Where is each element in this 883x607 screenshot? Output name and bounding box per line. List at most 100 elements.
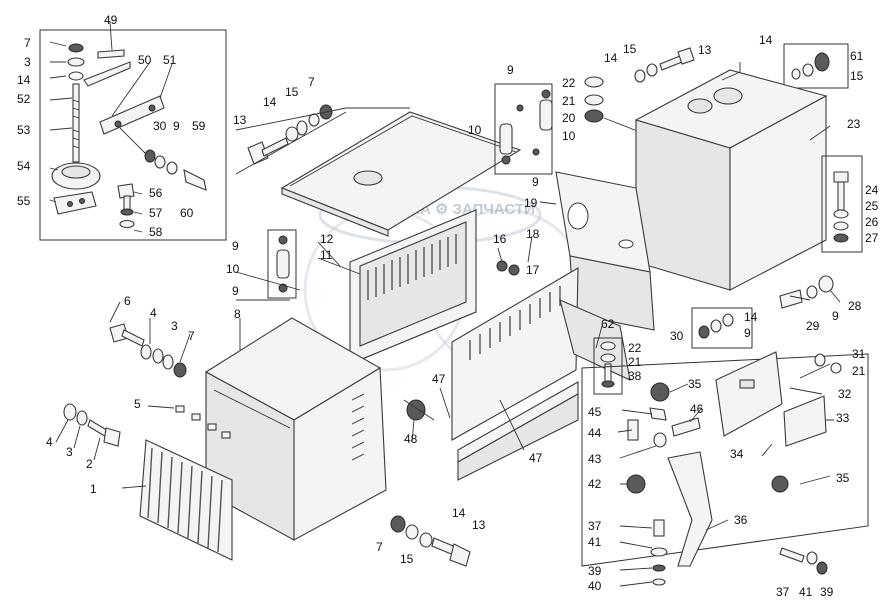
callout-15: 15 bbox=[400, 552, 414, 566]
callout-37: 37 bbox=[776, 585, 790, 599]
rubber-mounts-left bbox=[267, 229, 297, 299]
grille-11 bbox=[349, 209, 477, 365]
callout-51: 51 bbox=[163, 53, 177, 67]
bolt-stack-24-27 bbox=[821, 155, 863, 253]
callout-22: 22 bbox=[628, 341, 642, 355]
callout-1: 1 bbox=[90, 482, 97, 496]
callout-42: 42 bbox=[588, 477, 602, 491]
callout-57: 57 bbox=[149, 206, 163, 220]
callout-35: 35 bbox=[688, 377, 702, 391]
callout-30: 30 bbox=[153, 119, 167, 133]
callout-3: 3 bbox=[66, 445, 73, 459]
callout-20: 20 bbox=[562, 111, 576, 125]
callout-14: 14 bbox=[17, 73, 31, 87]
callout-32: 32 bbox=[838, 387, 852, 401]
bolt-stack-30-14-9 bbox=[691, 307, 753, 349]
callout-41: 41 bbox=[588, 535, 602, 549]
rubber-mounts-upper bbox=[494, 83, 553, 175]
callout-54: 54 bbox=[17, 159, 31, 173]
callout-59: 59 bbox=[192, 119, 206, 133]
front-grille-1 bbox=[139, 439, 233, 561]
callout-41: 41 bbox=[799, 585, 813, 599]
callout-47: 47 bbox=[529, 451, 543, 465]
callout-34: 34 bbox=[730, 447, 744, 461]
callout-7: 7 bbox=[24, 36, 31, 50]
callout-29: 29 bbox=[806, 319, 820, 333]
part-48 bbox=[403, 399, 435, 421]
callout-14: 14 bbox=[604, 51, 618, 65]
callout-36: 36 bbox=[734, 513, 748, 527]
callout-47: 47 bbox=[432, 372, 446, 386]
callout-26: 26 bbox=[865, 215, 879, 229]
callout-9: 9 bbox=[832, 309, 839, 323]
callout-7: 7 bbox=[188, 329, 195, 343]
callout-9: 9 bbox=[173, 119, 180, 133]
callout-62: 62 bbox=[601, 317, 615, 331]
callout-18: 18 bbox=[526, 227, 540, 241]
callout-13: 13 bbox=[472, 518, 486, 532]
callout-58: 58 bbox=[149, 225, 163, 239]
callout-14: 14 bbox=[759, 33, 773, 47]
callout-14: 14 bbox=[263, 95, 277, 109]
callout-21: 21 bbox=[852, 364, 866, 378]
bolt-stack-28-9-29 bbox=[779, 275, 834, 309]
callout-labels: 49 7 3 14 52 50 51 53 30 9 59 54 56 57 6… bbox=[17, 13, 879, 599]
callout-15: 15 bbox=[623, 42, 637, 56]
callout-7: 7 bbox=[376, 540, 383, 554]
callout-44: 44 bbox=[588, 426, 602, 440]
callout-14: 14 bbox=[452, 506, 466, 520]
callout-21: 21 bbox=[562, 94, 576, 108]
callout-60: 60 bbox=[180, 206, 194, 220]
washer-stack-22-21-20 bbox=[584, 76, 641, 133]
latch-group-frame bbox=[581, 351, 869, 586]
callout-10: 10 bbox=[226, 262, 240, 276]
grille-slots bbox=[367, 234, 457, 300]
callout-45: 45 bbox=[588, 405, 602, 419]
callout-39: 39 bbox=[588, 564, 602, 578]
callout-52: 52 bbox=[17, 92, 31, 106]
callout-6: 6 bbox=[124, 294, 131, 308]
callout-15: 15 bbox=[285, 85, 299, 99]
side-door-17 bbox=[451, 260, 579, 441]
callout-8: 8 bbox=[234, 307, 241, 321]
mounting-group-frame bbox=[39, 21, 227, 241]
callout-49: 49 bbox=[104, 13, 118, 27]
bolt-group-bottom bbox=[390, 515, 471, 567]
callout-4: 4 bbox=[46, 435, 53, 449]
bolt-stack-4-3-2 bbox=[63, 403, 121, 447]
callout-31: 31 bbox=[852, 347, 866, 361]
callout-15: 15 bbox=[850, 69, 864, 83]
callout-50: 50 bbox=[138, 53, 152, 67]
callout-25: 25 bbox=[865, 199, 879, 213]
callout-37: 37 bbox=[588, 519, 602, 533]
callout-10: 10 bbox=[468, 123, 482, 137]
callout-30: 30 bbox=[670, 329, 684, 343]
clips-5 bbox=[175, 405, 231, 439]
callout-33: 33 bbox=[836, 411, 850, 425]
callout-16: 16 bbox=[493, 232, 507, 246]
callout-43: 43 bbox=[588, 452, 602, 466]
callout-39: 39 bbox=[820, 585, 834, 599]
callout-13: 13 bbox=[233, 113, 247, 127]
callout-9: 9 bbox=[744, 326, 751, 340]
callout-38: 38 bbox=[628, 369, 642, 383]
leader-lines bbox=[55, 125, 841, 587]
callout-23: 23 bbox=[847, 117, 861, 131]
bolt-group-upper-right bbox=[634, 47, 695, 83]
bolt-stack-6-4-3-7 bbox=[109, 323, 187, 378]
callout-4: 4 bbox=[150, 306, 157, 320]
bolt-group-61 bbox=[783, 43, 849, 89]
housing-8 bbox=[204, 317, 387, 541]
side-panel-19 bbox=[555, 171, 655, 331]
bolt-group-top-left bbox=[235, 104, 410, 175]
callout-61: 61 bbox=[850, 49, 864, 63]
callout-9: 9 bbox=[232, 284, 239, 298]
callout-13: 13 bbox=[698, 43, 712, 57]
callout-40: 40 bbox=[588, 579, 602, 593]
callout-9: 9 bbox=[232, 239, 239, 253]
callout-7: 7 bbox=[308, 75, 315, 89]
callout-9: 9 bbox=[507, 63, 514, 77]
hood-23 bbox=[634, 62, 828, 291]
callout-21: 21 bbox=[628, 355, 642, 369]
